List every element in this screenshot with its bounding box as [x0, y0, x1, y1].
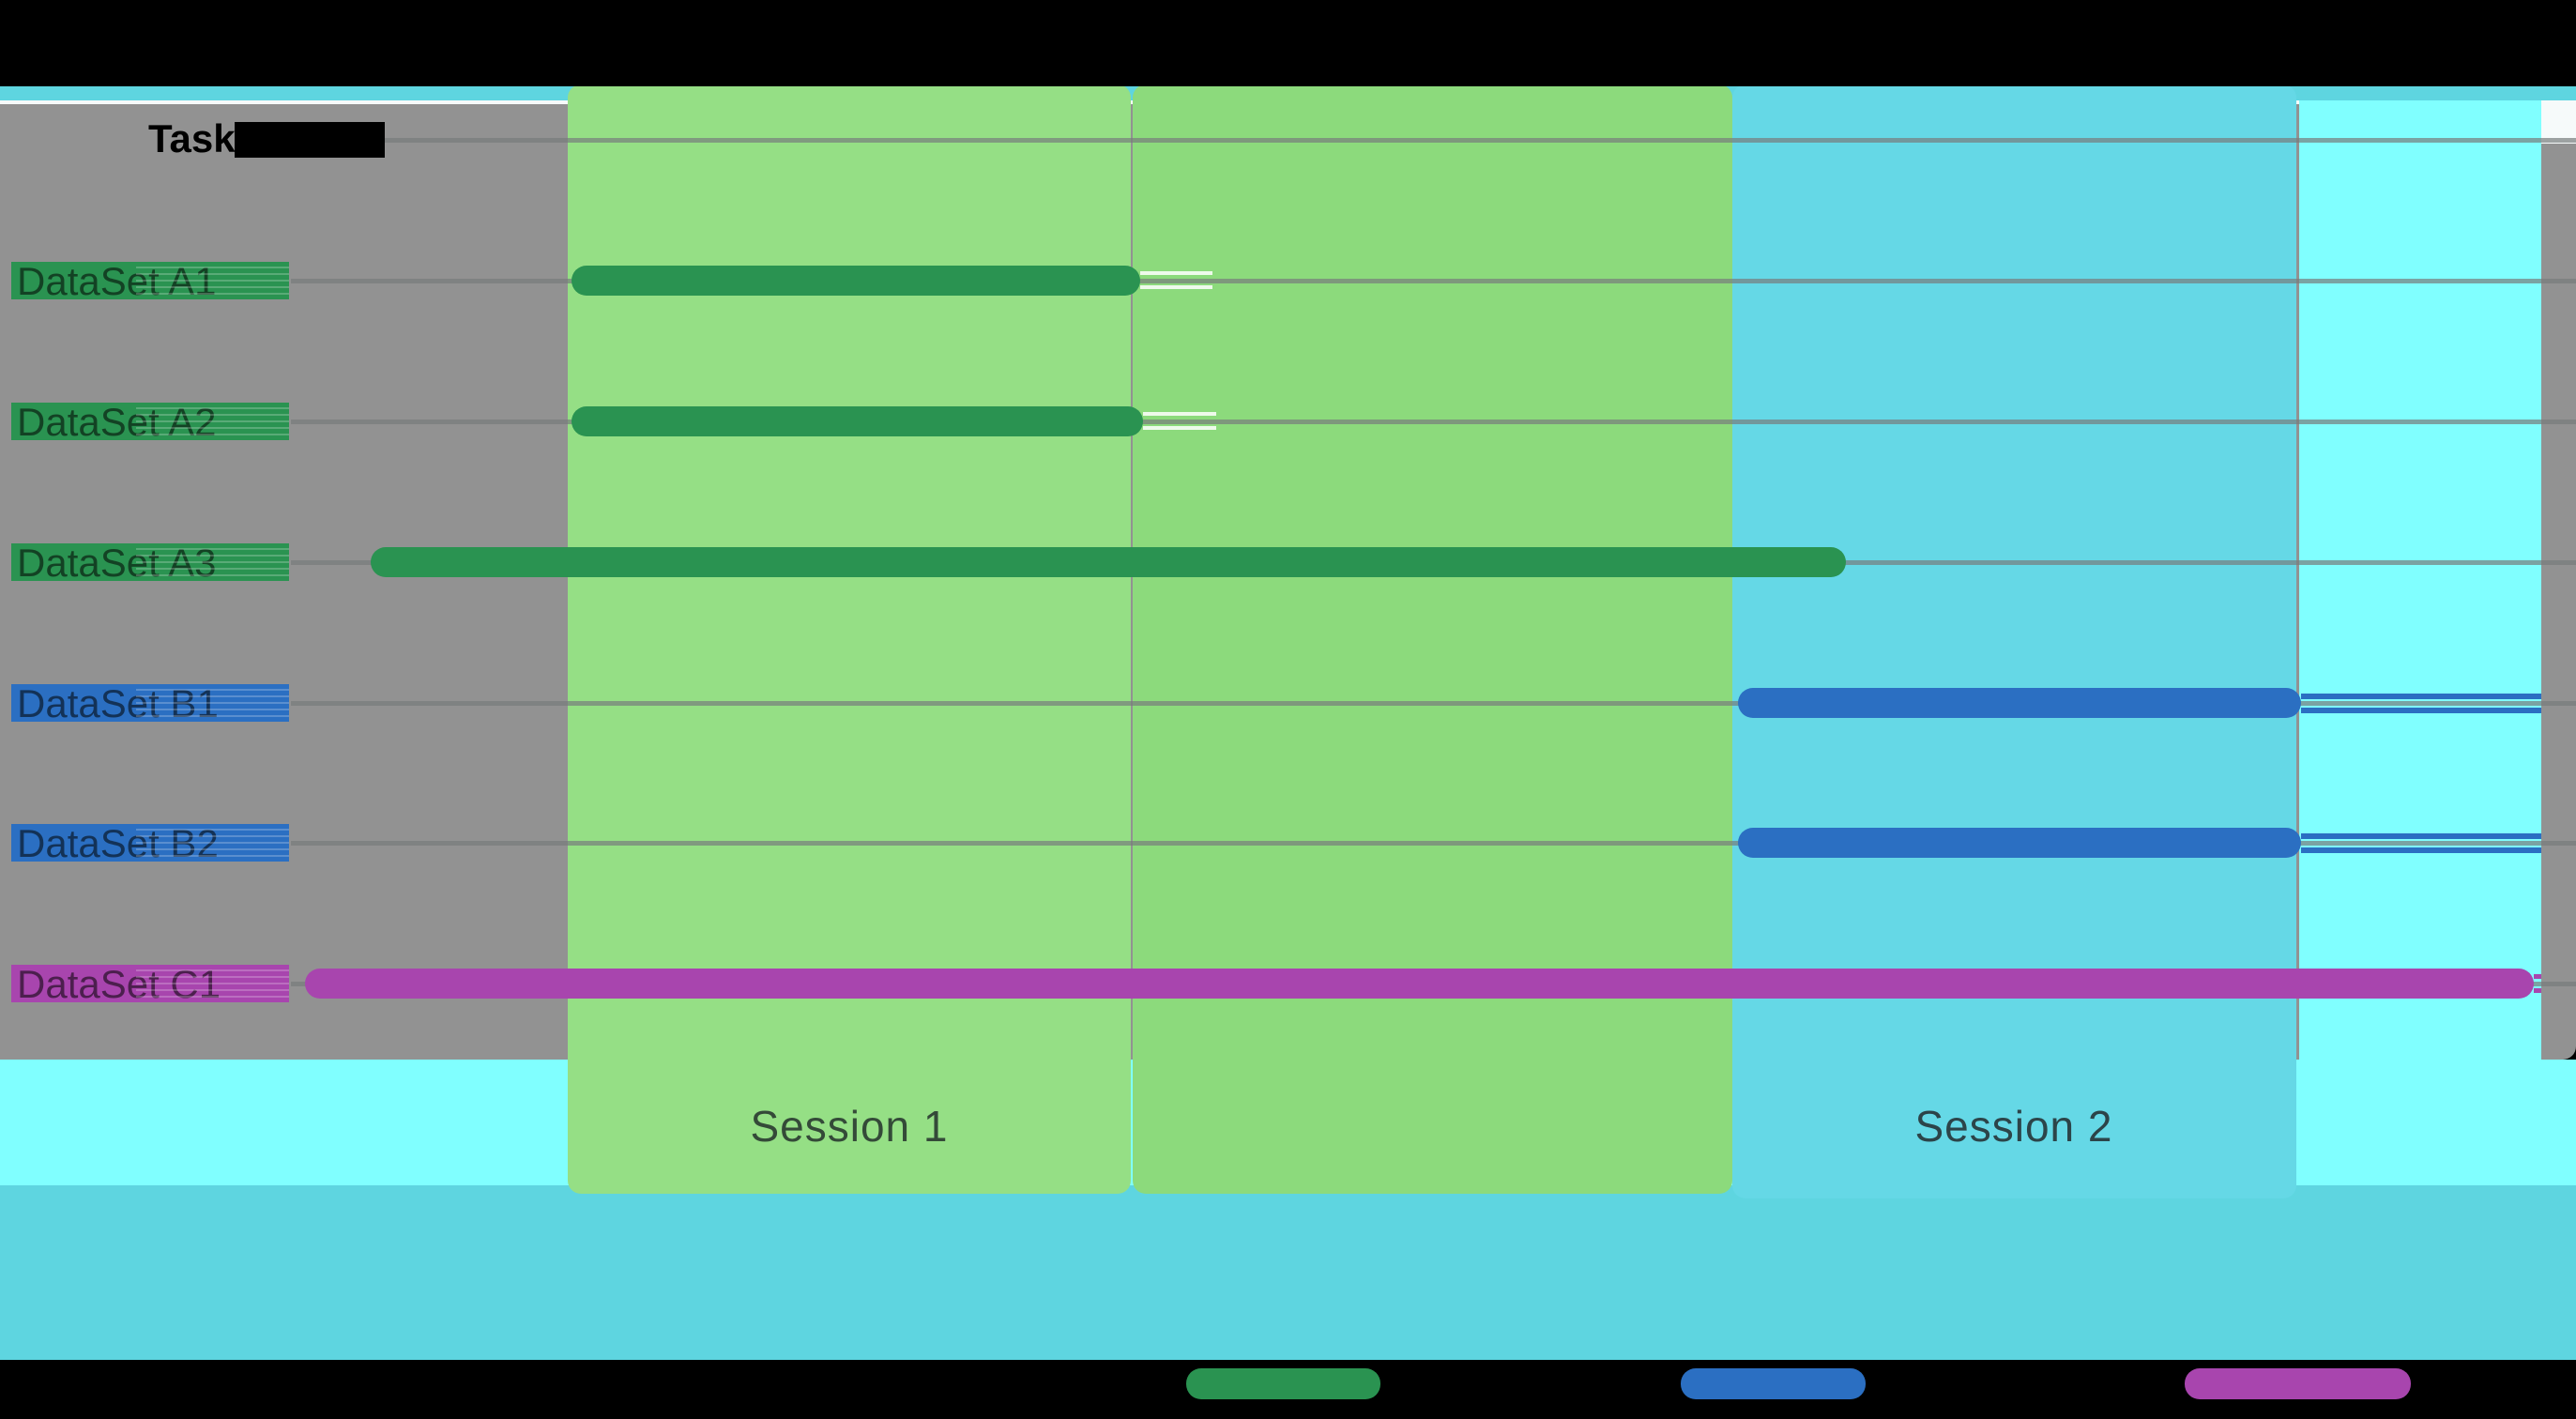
bar-echo-streak	[1143, 426, 1216, 430]
gantt-bar-dataset-a1[interactable]	[572, 266, 1140, 296]
group-c-swatch[interactable]	[2185, 1368, 2411, 1399]
unlabeled-right-band	[2299, 100, 2541, 1060]
session1-band-left	[568, 84, 1131, 1194]
gantt-bar-dataset-a2[interactable]	[572, 406, 1143, 436]
group-a-swatch[interactable]	[1186, 1368, 1380, 1399]
gridline-row-5	[291, 841, 2576, 846]
gantt-bar-dataset-b2[interactable]	[1738, 828, 2301, 858]
gantt-bar-dataset-c1[interactable]	[305, 969, 2534, 999]
bar-echo-streak	[1140, 271, 1212, 275]
gantt-bar-dataset-b1[interactable]	[1738, 688, 2301, 718]
row-label-dataset-a2: DataSet A2	[11, 403, 289, 440]
session1-band-right	[1133, 84, 1732, 1194]
row-label-dataset-b1: DataSet B1	[11, 684, 289, 722]
gridline-row-2	[291, 420, 2576, 424]
bar-echo-streak	[2301, 833, 2541, 839]
row-label-dataset-a1: DataSet A1	[11, 262, 289, 299]
row-label-dataset-c1: DataSet C1	[11, 965, 289, 1002]
bar-echo-streak	[2534, 988, 2541, 993]
bar-echo-streak	[2534, 974, 2541, 979]
gridline-row-4	[291, 701, 2576, 706]
row-label-dataset-b2: DataSet B2	[11, 824, 289, 862]
group-b-swatch[interactable]	[1681, 1368, 1866, 1399]
plot-top-right-corner	[2541, 100, 2576, 144]
letterbox-top	[0, 0, 2576, 86]
gridline-row-1	[291, 279, 2576, 283]
glitch-redaction-block	[235, 122, 385, 158]
session1-label: Session 1	[750, 1102, 949, 1151]
session2-label: Session 2	[1914, 1102, 2113, 1151]
y-axis-header: Task	[148, 116, 236, 160]
gridline-row-0	[291, 138, 2576, 143]
bar-echo-streak	[1143, 412, 1216, 416]
row-label-dataset-a3: DataSet A3	[11, 543, 289, 581]
bar-echo-streak	[1140, 285, 1212, 289]
bottom-chrome-strip	[0, 1185, 2576, 1360]
session2-band	[1732, 84, 2296, 1198]
gantt-bar-dataset-a3[interactable]	[371, 547, 1846, 577]
bar-echo-streak	[2301, 694, 2541, 699]
bar-echo-streak	[2301, 708, 2541, 713]
bar-echo-streak	[2301, 847, 2541, 853]
